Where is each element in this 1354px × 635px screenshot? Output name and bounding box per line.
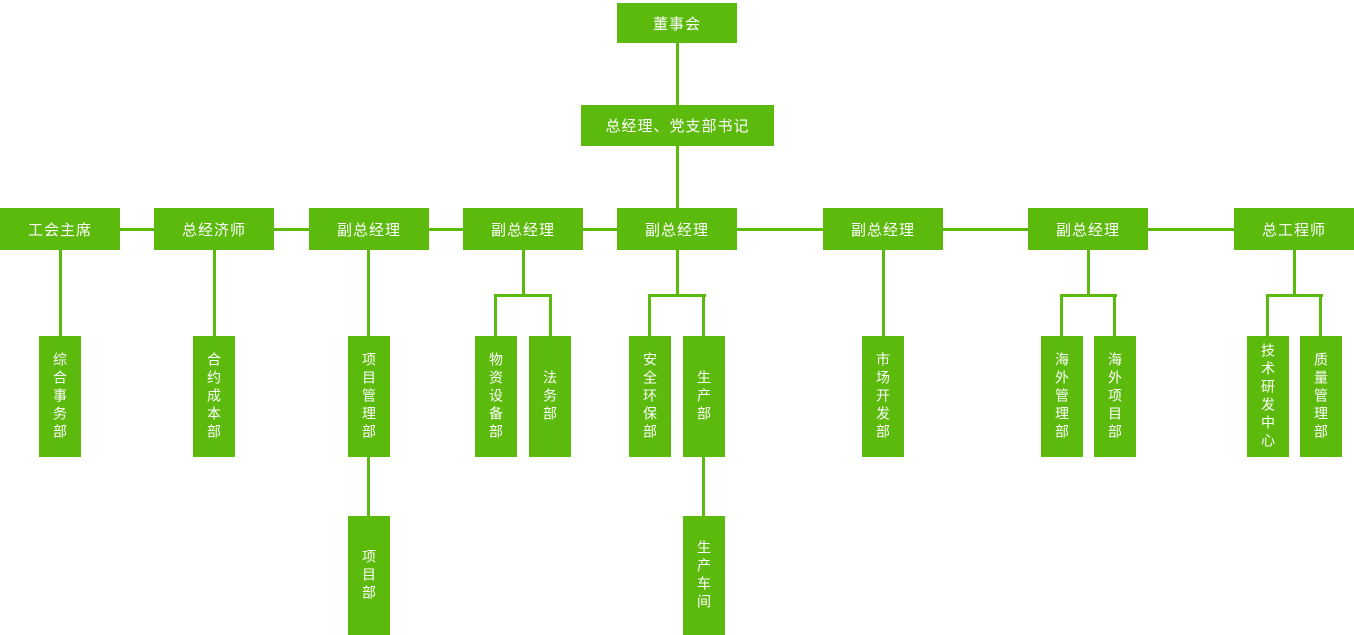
org-node-market-development-dept: 市场开发部 bbox=[862, 336, 904, 457]
org-node-chief-engineer: 总工程师 bbox=[1234, 208, 1354, 250]
connector-board-to-gm bbox=[676, 43, 679, 105]
org-node-production-workshop: 生产车间 bbox=[683, 516, 725, 635]
connector-row-1-2 bbox=[119, 228, 154, 231]
org-node-project-dept: 项目部 bbox=[348, 516, 390, 635]
connector-branch-deputy5 bbox=[1060, 294, 1117, 297]
connector-row-5-6 bbox=[737, 228, 823, 231]
connector-deputy2-stem bbox=[522, 250, 525, 297]
org-node-board: 董事会 bbox=[617, 3, 737, 43]
org-node-union-chairman: 工会主席 bbox=[0, 208, 120, 250]
org-node-deputy-gm-4: 副总经理 bbox=[823, 208, 943, 250]
connector-row-6-7 bbox=[943, 228, 1028, 231]
connector-chief-engineer-stem bbox=[1293, 250, 1296, 297]
org-node-deputy-gm-3: 副总经理 bbox=[617, 208, 737, 250]
org-node-safety-environment-dept: 安全环保部 bbox=[629, 336, 671, 457]
connector-row-3-4 bbox=[428, 228, 463, 231]
org-node-overseas-project-dept: 海外项目部 bbox=[1094, 336, 1136, 457]
connector-drop-overseas-mgmt bbox=[1060, 294, 1063, 336]
org-node-production-dept: 生产部 bbox=[683, 336, 725, 457]
connector-branch-chief-engineer bbox=[1266, 294, 1323, 297]
connector-drop-materials bbox=[494, 294, 497, 336]
org-node-overseas-management-dept: 海外管理部 bbox=[1041, 336, 1083, 457]
connector-deputy1-to-dept bbox=[367, 250, 370, 336]
connector-economist-to-dept bbox=[213, 250, 216, 336]
connector-row-7-8 bbox=[1148, 228, 1234, 231]
connector-union-to-dept bbox=[59, 250, 62, 336]
connector-drop-legal bbox=[549, 294, 552, 336]
org-node-contract-cost-dept: 合约成本部 bbox=[193, 336, 235, 457]
connector-branch-deputy2 bbox=[494, 294, 552, 297]
connector-row-2-3 bbox=[274, 228, 309, 231]
connector-row-4-5 bbox=[583, 228, 617, 231]
org-node-deputy-gm-1: 副总经理 bbox=[309, 208, 429, 250]
org-node-materials-equipment-dept: 物资设备部 bbox=[475, 336, 517, 457]
connector-production-to-workshop bbox=[702, 457, 705, 516]
connector-drop-production bbox=[702, 294, 705, 336]
connector-drop-safety bbox=[648, 294, 651, 336]
org-node-deputy-gm-2: 副总经理 bbox=[463, 208, 583, 250]
org-node-chief-economist: 总经济师 bbox=[154, 208, 274, 250]
connector-drop-tech-rd bbox=[1266, 294, 1269, 336]
org-node-general-manager: 总经理、党支部书记 bbox=[581, 105, 774, 146]
org-node-quality-management-dept: 质量管理部 bbox=[1300, 336, 1342, 457]
connector-gm-to-row bbox=[676, 146, 679, 208]
org-node-tech-rd-center: 技术研发中心 bbox=[1247, 336, 1289, 457]
connector-branch-deputy3 bbox=[648, 294, 706, 297]
connector-deputy3-stem bbox=[676, 250, 679, 297]
connector-drop-overseas-project bbox=[1113, 294, 1116, 336]
org-node-deputy-gm-5: 副总经理 bbox=[1028, 208, 1148, 250]
org-node-project-management-dept: 项目管理部 bbox=[348, 336, 390, 457]
connector-deputy5-stem bbox=[1087, 250, 1090, 297]
org-node-general-affairs-dept: 综合事务部 bbox=[39, 336, 81, 457]
org-node-legal-dept: 法务部 bbox=[529, 336, 571, 457]
connector-drop-quality bbox=[1319, 294, 1322, 336]
connector-pm-dept-to-project-dept bbox=[367, 457, 370, 516]
connector-deputy4-to-dept bbox=[882, 250, 885, 336]
